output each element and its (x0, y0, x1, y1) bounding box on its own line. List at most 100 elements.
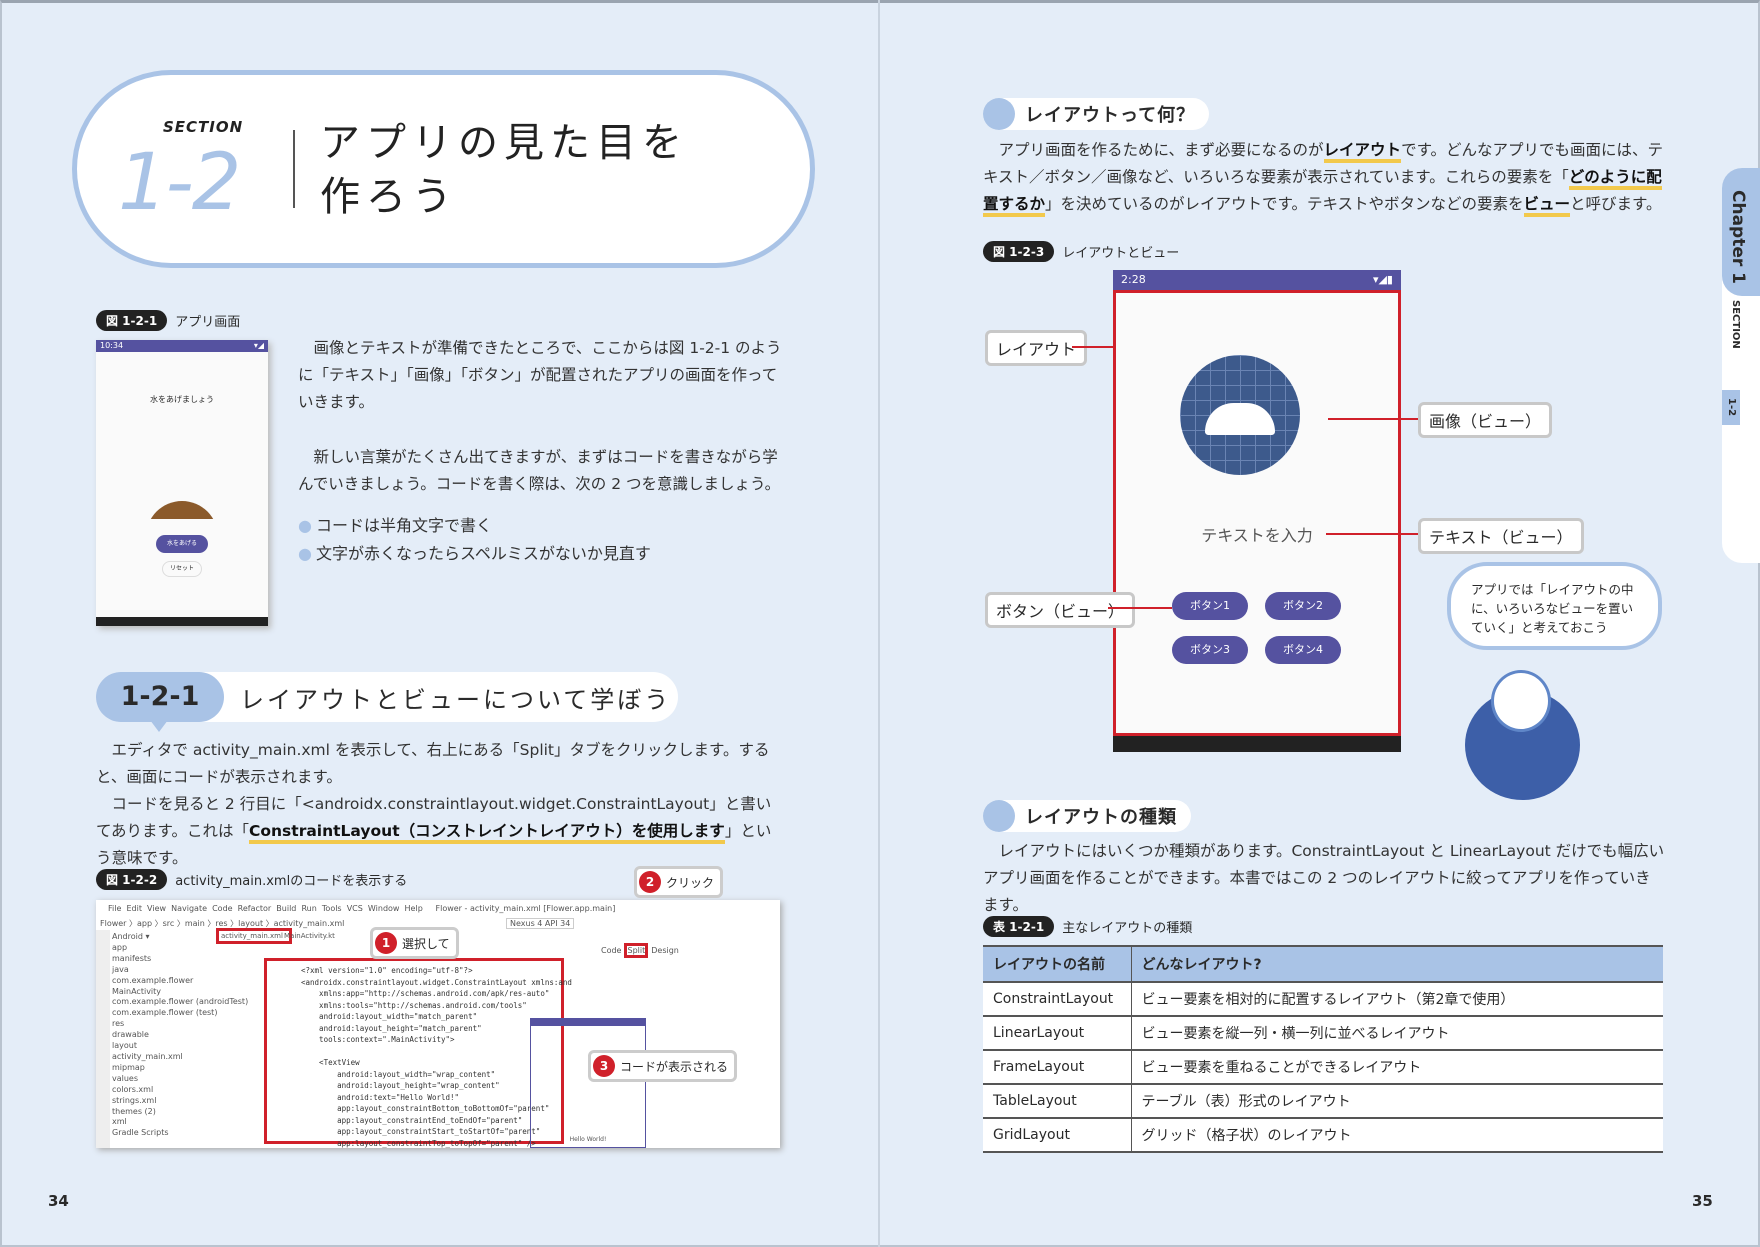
wifi-battery-icon: ▾◢▮ (1372, 273, 1393, 286)
code-line: tools:context=".MainActivity"> (301, 1035, 455, 1044)
figure-caption: レイアウトとビュー (1062, 246, 1180, 261)
tree-item: colors.xml (112, 1084, 154, 1094)
table-cell: テーブル（表）形式のレイアウト (1131, 1084, 1663, 1119)
water-button: 水をあげる (156, 535, 208, 553)
intro-paragraph: 画像とテキストが準備できたところで、ここからは図 1-2-1 のように「テキスト… (298, 339, 782, 411)
text: です。どんなアプリでも画面には、テキスト／ボタン／画像など、いろいろな要素が表示… (983, 141, 1664, 186)
button-view: ボタン3 (1172, 636, 1248, 664)
table-cell: GridLayout (983, 1118, 1132, 1153)
table-label: 表 1-2-1 主なレイアウトの種類 (983, 916, 1192, 937)
tree-item: values (112, 1073, 139, 1083)
table-cell: ビュー要素を重ねることができるレイアウト (1131, 1050, 1663, 1085)
table-header: どんなレイアウト? (1131, 945, 1663, 983)
button-view: ボタン4 (1265, 636, 1341, 664)
code-line: app:layout_constraintEnd_toEndOf="parent… (301, 1115, 523, 1125)
callout-3: 3 コードが表示される (588, 1050, 738, 1082)
highlight-text: ConstraintLayout（コンストレイントレイアウト）を使用します (249, 822, 725, 844)
title-line: アプリの見た目を (320, 120, 688, 166)
table-cell: FrameLayout (983, 1050, 1132, 1085)
code-line: app:layout_constraintStart_toStartOf="pa… (301, 1127, 541, 1136)
section-tab-label: SECTION (1730, 300, 1741, 349)
split-tab: Split (624, 943, 649, 958)
text: 」という意味です。 (96, 822, 772, 867)
tree-item: MainActivity (112, 986, 162, 996)
heading-what-is-layout: レイアウトって何？ (983, 98, 1210, 130)
title-divider (293, 130, 295, 208)
section-number: 1-2 (118, 138, 241, 228)
tree-item: activity_main.xml (112, 1051, 183, 1061)
highlight-text: どのように配置するか (983, 168, 1662, 217)
status-bar: 10:34▾◢ (96, 340, 268, 352)
tree-item: manifests (112, 953, 152, 963)
app-screen-figure: 10:34▾◢ 水をあげましょう 水をあげる リセット (96, 340, 268, 626)
figure-tag: 図 1-2-1 (96, 310, 168, 331)
heading-layout-types: レイアウトの種類 (983, 800, 1191, 832)
code-line: xmlns:tools="http://schemas.android.com/… (301, 1000, 527, 1010)
table-caption: 主なレイアウトの種類 (1062, 921, 1193, 936)
tree-item: drawable (112, 1030, 149, 1040)
layout-border (1113, 290, 1401, 736)
bullet-item: コードは半角文字で書く (298, 512, 492, 539)
text: 」を決めているのがレイアウトです。テキストやボタンなどの要素を (1045, 195, 1524, 213)
leader-line (1326, 533, 1418, 535)
subsection-number: 1-2-1 (96, 672, 224, 722)
table-cell: ビュー要素を相対的に配置するレイアウト（第2章で使用） (1131, 982, 1663, 1017)
device-selector: Nexus 4 API 34 (506, 918, 575, 929)
app-text: 水をあげましょう (150, 395, 214, 404)
callout-text: 選択して (402, 936, 450, 951)
subsection-title: レイアウトとビューについて学ぼう (240, 686, 672, 714)
heading-dot (983, 98, 1015, 130)
step-number: 2 (639, 871, 661, 893)
code-line: android:text="Hello World!" (301, 1092, 460, 1102)
soil-image (146, 501, 218, 519)
tree-item: xml (112, 1117, 127, 1127)
callout-1: 1 選択して (370, 927, 459, 959)
figure-tag: 図 1-2-3 (983, 241, 1055, 262)
tree-item: Gradle Scripts (112, 1128, 169, 1138)
tree-item: app (112, 942, 128, 952)
leader-line (1108, 607, 1172, 609)
code-line: android:layout_height="wrap_content" (301, 1081, 500, 1090)
text: コードを見ると 2 行目に「<androidx.constraintlayout… (96, 795, 772, 840)
text: と呼びます。 (1570, 195, 1662, 213)
table-cell: ビュー要素を縦一列・横一列に並べるレイアウト (1131, 1016, 1663, 1051)
code-tab: Code (601, 946, 622, 955)
character-face (1491, 670, 1551, 732)
figure-tag: 図 1-2-2 (96, 869, 168, 890)
nav-bar (1113, 736, 1401, 752)
figure-caption: activity_main.xmlのコードを表示する (175, 874, 408, 889)
speech-bubble: アプリでは「レイアウトの中に、いろいろなビューを置いていく」と考えておこう (1447, 562, 1662, 650)
step-number: 3 (593, 1055, 615, 1077)
tree-item: strings.xml (112, 1095, 157, 1105)
wifi-signal-icon: ▾◢ (253, 341, 264, 350)
table-tag: 表 1-2-1 (983, 916, 1055, 937)
status-time: 2:28 (1121, 273, 1146, 286)
code-line: android:layout_width="match_parent" (301, 1012, 478, 1021)
step-number: 1 (375, 932, 397, 954)
code-line: android:layout_height="match_parent" (301, 1023, 482, 1033)
menu-bar: File Edit View Navigate Code Refactor Bu… (108, 904, 616, 913)
breadcrumb: Flower 〉app 〉src 〉main 〉res 〉layout 〉act… (100, 919, 345, 928)
editor-tab: MainActivity.kt (284, 932, 335, 940)
paragraph: コードを見ると 2 行目に「<androidx.constraintlayout… (96, 791, 782, 872)
title-line: 作ろう (320, 174, 458, 220)
button-view: ボタン2 (1265, 592, 1341, 620)
intro-paragraph: 新しい言葉がたくさん出てきますが、まずはコードを書きながら学んでいきましょう。コ… (298, 448, 781, 493)
callout-text: コードが表示される (620, 1059, 729, 1074)
tree-item: Android ▾ (112, 932, 150, 941)
chapter-label: Chapter 1 (1728, 190, 1748, 285)
android-robot-icon (1205, 403, 1275, 435)
heading-text: レイアウトの種類 (1025, 807, 1177, 828)
page-number: 35 (1692, 1192, 1713, 1210)
table-cell: LinearLayout (983, 1016, 1132, 1051)
section-title: アプリの見た目を作ろう (320, 116, 688, 224)
tree-item: layout (112, 1041, 137, 1051)
design-tab: Design (651, 946, 679, 955)
